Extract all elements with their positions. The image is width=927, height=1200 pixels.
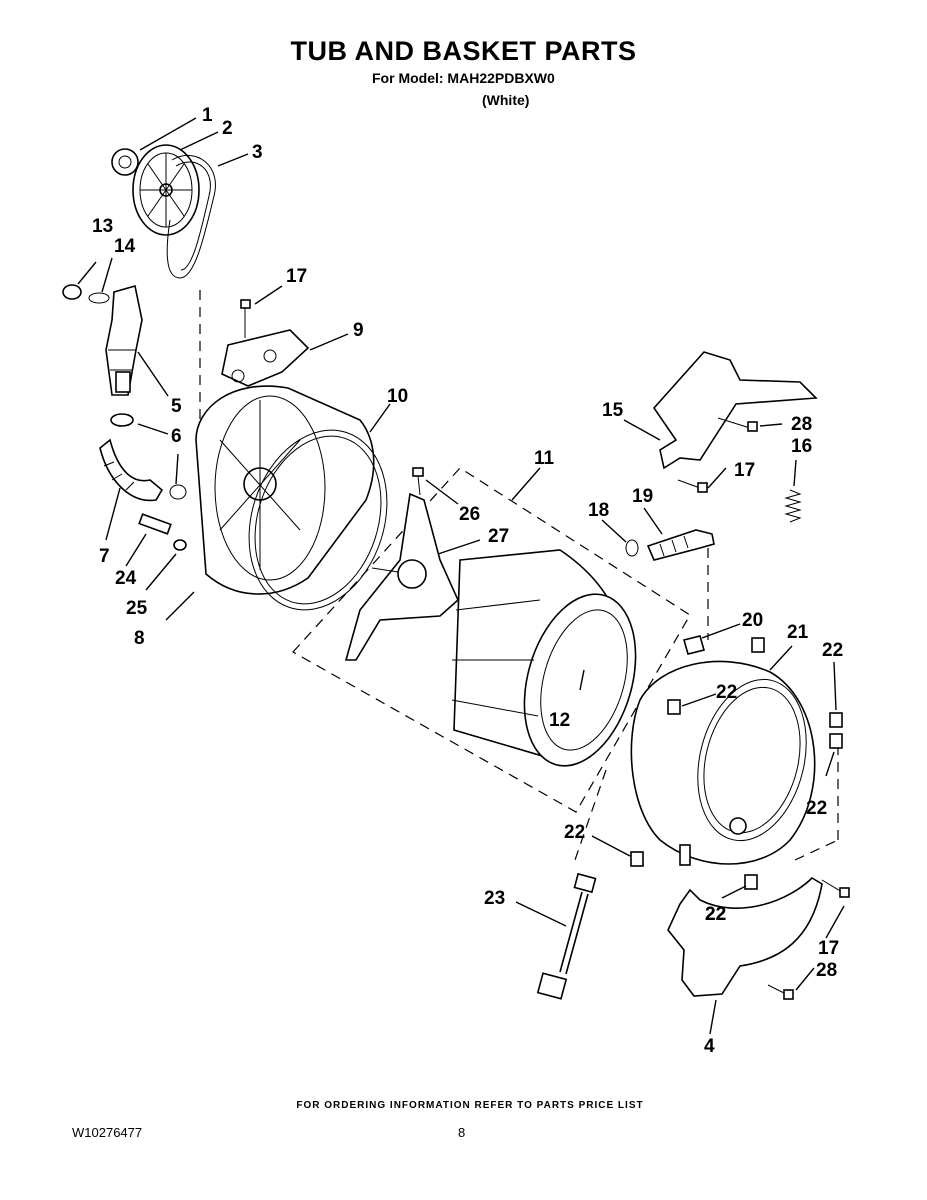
part-damper — [536, 872, 597, 1000]
callout-label: 13 — [92, 216, 113, 237]
callout-label: 22 — [716, 682, 737, 703]
part-seal-ring — [248, 429, 388, 611]
page-number: 8 — [458, 1125, 466, 1140]
part-washer — [173, 539, 187, 551]
part-screw-right — [677, 417, 758, 493]
callout-label: 16 — [791, 436, 812, 457]
part-rear-tub — [195, 385, 375, 595]
part-pulley — [132, 144, 200, 236]
leader-lines — [77, 117, 845, 1035]
callout-label: 6 — [171, 426, 182, 447]
callout-label: 22 — [822, 640, 843, 661]
part-counterweight-bracket — [652, 351, 818, 470]
part-counterweight-lower — [667, 876, 823, 997]
callout-label: 20 — [742, 610, 763, 631]
part-bolt — [138, 513, 172, 535]
callout-label: 14 — [114, 236, 136, 257]
callout-label: 21 — [787, 622, 809, 643]
part-clip — [683, 635, 705, 655]
page-title: TUB AND BASKET PARTS — [290, 36, 637, 66]
callout-label: 2 — [222, 118, 233, 139]
callout-label: 27 — [488, 526, 509, 547]
callout-label: 10 — [387, 386, 408, 407]
callout-label: 11 — [534, 448, 555, 469]
part-hose — [105, 284, 143, 396]
callout-label: 28 — [816, 960, 837, 981]
part-pads — [630, 637, 843, 890]
part-basket — [451, 549, 637, 767]
callout-label: 18 — [588, 500, 609, 521]
callout-label: 1 — [202, 105, 213, 126]
document-number: W10276477 — [72, 1125, 143, 1140]
part-hose-clamp — [110, 413, 187, 500]
part-clamp — [62, 284, 82, 300]
part-spider-screw — [412, 467, 424, 496]
color-subtitle: (White) — [482, 92, 530, 108]
callout-label: 8 — [134, 628, 145, 649]
callout-label: 22 — [806, 798, 827, 819]
callout-label: 9 — [353, 320, 364, 341]
callout-label: 17 — [818, 938, 839, 959]
callout-label: 5 — [171, 396, 182, 417]
callout-label: 19 — [632, 486, 653, 507]
part-bracket — [221, 329, 310, 387]
part-drive-belt — [166, 154, 216, 279]
callout-label: 28 — [791, 414, 812, 435]
callout-label: 26 — [459, 504, 480, 525]
part-hose-front — [625, 529, 715, 561]
callout-label: 4 — [704, 1036, 715, 1057]
callout-label: 24 — [115, 568, 137, 589]
part-spider — [344, 492, 459, 661]
callout-label: 7 — [99, 546, 110, 567]
callout-label: 17 — [734, 460, 755, 481]
part-drain-hose — [99, 438, 164, 502]
callout-label: 3 — [252, 142, 263, 163]
callout-label: 22 — [705, 904, 726, 925]
part-nut — [111, 148, 139, 176]
assembly-outline — [199, 290, 839, 861]
part-screw-lower — [767, 879, 850, 1000]
part-o-ring — [88, 292, 110, 304]
callout-label: 15 — [602, 400, 624, 421]
callout-label: 23 — [484, 888, 505, 909]
part-spring — [784, 489, 802, 523]
callout-label: 25 — [126, 598, 148, 619]
callout-numbers: 1 2 3 13 14 17 9 5 10 6 7 24 25 8 26 27 … — [92, 105, 843, 1057]
callout-label: 22 — [564, 822, 585, 843]
model-subtitle: For Model: MAH22PDBXW0 — [372, 70, 555, 86]
ordering-note: FOR ORDERING INFORMATION REFER TO PARTS … — [296, 1100, 644, 1111]
part-screw-top — [240, 299, 251, 338]
callout-label: 12 — [549, 710, 570, 731]
callout-label: 22 — [705, 904, 726, 925]
callout-label: 17 — [286, 266, 307, 287]
